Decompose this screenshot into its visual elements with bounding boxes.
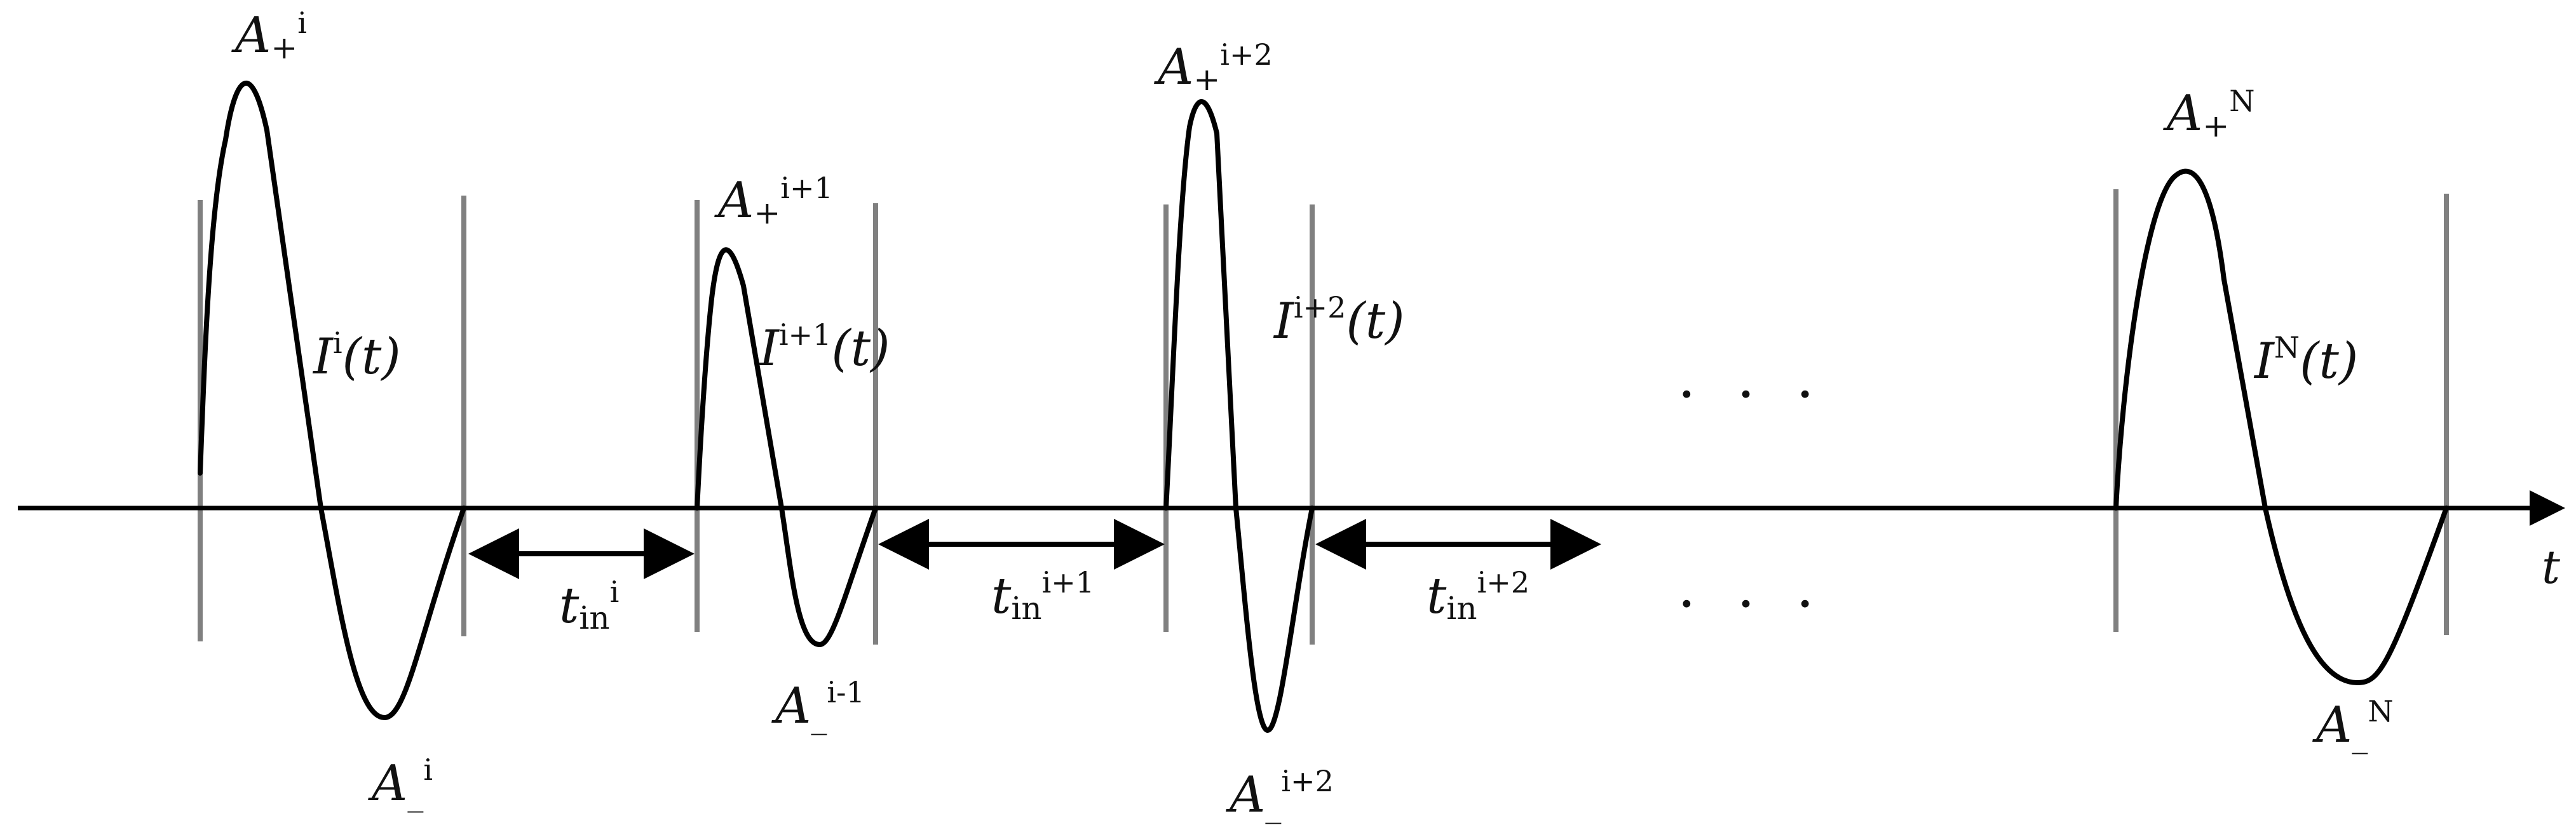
axis-label-t: t — [2542, 540, 2561, 594]
pulse-waveform — [1163, 99, 1315, 733]
boundary-lines — [198, 189, 2449, 645]
amp-plus-label: A+i+2 — [1154, 37, 1273, 98]
ellipsis-lower: . . . — [1678, 554, 1826, 620]
pulse-waveform — [198, 81, 466, 720]
amp-plus-label: A+i+1 — [714, 171, 833, 231]
amp-plus-label: A+i — [231, 6, 307, 66]
amp-minus-label: A_i+2 — [1226, 764, 1334, 824]
current-label: Ii(t) — [312, 326, 401, 385]
current-label: Ii+2(t) — [1273, 290, 1405, 350]
ellipsis-upper: . . . — [1678, 344, 1826, 411]
interval-label: tini — [559, 575, 619, 636]
interval-label: tini+2 — [1427, 565, 1529, 627]
current-label: Ii+1(t) — [758, 318, 890, 377]
pulse-waveform — [2113, 168, 2449, 685]
amp-plus-label: A+N — [2163, 84, 2255, 144]
amp-minus-label: A_i — [368, 753, 433, 813]
pulse-waveform — [695, 247, 878, 647]
current-label: IN(t) — [2253, 330, 2358, 390]
amp-minus-label: A_i-1 — [771, 675, 865, 735]
amp-minus-label: A_N — [2312, 694, 2394, 754]
interval-label: tini+1 — [991, 565, 1094, 627]
